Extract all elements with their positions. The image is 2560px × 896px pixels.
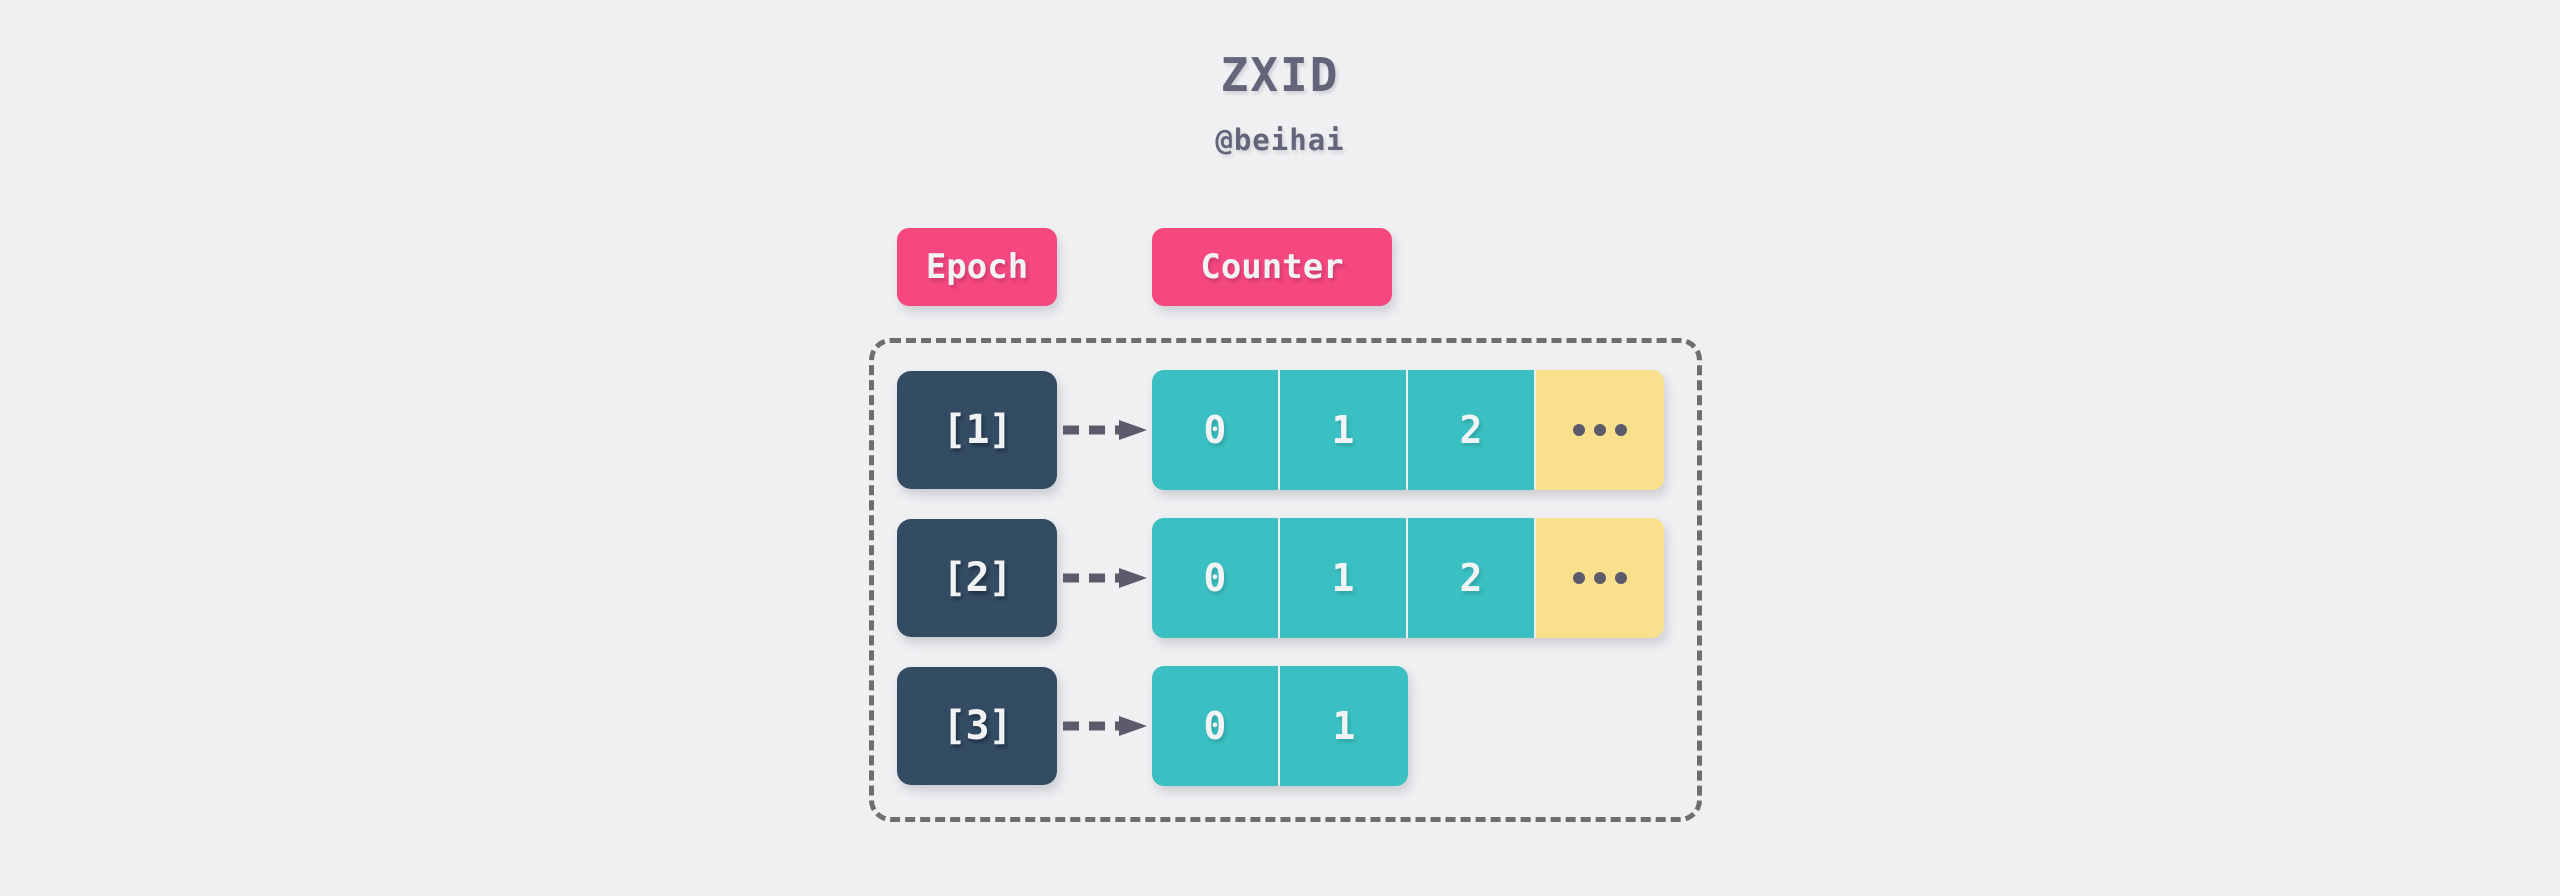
counter-cells: 0 1 2 [1152, 518, 1664, 638]
counter-cells: 0 1 2 [1152, 370, 1664, 490]
counter-cell: 2 [1408, 518, 1536, 638]
dashed-arrow-icon [1063, 420, 1147, 440]
ellipsis-icon [1573, 424, 1627, 436]
counter-cell: 1 [1280, 518, 1408, 638]
counter-cell-ellipsis [1536, 518, 1664, 638]
legend-badge-epoch: Epoch [897, 228, 1057, 306]
epoch-box: [3] [897, 667, 1057, 785]
page-subtitle-author: @beihai [1215, 123, 1345, 157]
dashed-arrow-icon [1063, 716, 1147, 736]
legend-badge-counter: Counter [1152, 228, 1392, 306]
dashed-arrow-icon [1063, 568, 1147, 588]
counter-cell: 1 [1280, 370, 1408, 490]
epoch-box: [2] [897, 519, 1057, 637]
page-title: ZXID [1220, 48, 1340, 102]
counter-cell: 0 [1152, 518, 1280, 638]
zxid-dashed-container [869, 338, 1702, 822]
counter-cell-ellipsis [1536, 370, 1664, 490]
counter-cells: 0 1 [1152, 666, 1408, 786]
header: ZXID @beihai [0, 52, 2560, 155]
epoch-box: [1] [897, 371, 1057, 489]
legend: Epoch Counter [0, 228, 2560, 308]
counter-cell: 2 [1408, 370, 1536, 490]
counter-cell: 0 [1152, 370, 1280, 490]
counter-cell: 0 [1152, 666, 1280, 786]
ellipsis-icon [1573, 572, 1627, 584]
counter-cell: 1 [1280, 666, 1408, 786]
